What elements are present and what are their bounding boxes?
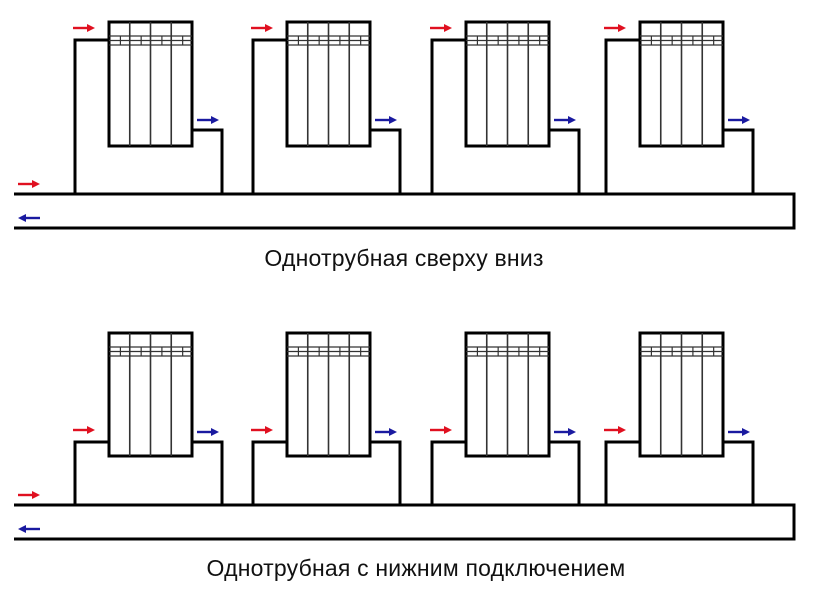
diagram-bottom-connection	[14, 331, 796, 541]
return-arrow-icon	[554, 428, 576, 436]
main-pipe	[14, 192, 796, 230]
return-riser	[370, 128, 402, 194]
main-supply-arrow-icon	[18, 491, 40, 499]
main-return-arrow-icon	[18, 214, 40, 222]
supply-riser	[430, 440, 466, 505]
supply-arrow-icon	[430, 426, 452, 434]
radiator-unit	[604, 331, 755, 505]
radiator	[285, 331, 372, 458]
return-arrow-icon	[197, 428, 219, 436]
radiator-unit	[430, 331, 581, 505]
return-riser	[723, 128, 755, 194]
return-arrow-icon	[375, 116, 397, 124]
return-arrow-icon	[554, 116, 576, 124]
radiator	[638, 331, 725, 458]
return-riser	[549, 440, 581, 505]
supply-riser	[604, 38, 640, 194]
return-arrow-icon	[375, 428, 397, 436]
return-riser	[723, 440, 755, 505]
supply-riser	[430, 38, 466, 194]
main-supply-arrow-icon	[18, 180, 40, 188]
radiator-unit	[604, 20, 755, 194]
radiator	[638, 20, 725, 148]
radiator	[107, 20, 194, 148]
supply-arrow-icon	[251, 426, 273, 434]
supply-arrow-icon	[251, 24, 273, 32]
radiator-unit	[251, 20, 402, 194]
main-pipe	[14, 503, 796, 541]
radiator-unit	[73, 331, 224, 505]
supply-riser	[604, 440, 640, 505]
main-return-arrow-icon	[18, 525, 40, 533]
supply-arrow-icon	[73, 426, 95, 434]
caption-top-down: Однотрубная сверху вниз	[264, 245, 544, 271]
return-riser	[192, 440, 224, 505]
radiator-unit	[251, 331, 402, 505]
radiator-unit	[430, 20, 581, 194]
diagram-top-down	[14, 20, 796, 230]
return-riser	[370, 440, 402, 505]
supply-arrow-icon	[430, 24, 452, 32]
radiator	[464, 331, 551, 458]
return-riser	[549, 128, 581, 194]
supply-riser	[73, 440, 109, 505]
radiator-unit	[73, 20, 224, 194]
return-riser	[192, 128, 224, 194]
radiator	[107, 331, 194, 458]
supply-riser	[251, 440, 287, 505]
supply-arrow-icon	[604, 24, 626, 32]
supply-arrow-icon	[73, 24, 95, 32]
return-arrow-icon	[728, 116, 750, 124]
radiator	[464, 20, 551, 148]
return-arrow-icon	[197, 116, 219, 124]
return-arrow-icon	[728, 428, 750, 436]
radiator	[285, 20, 372, 148]
caption-bottom-connection: Однотрубная с нижним подключением	[206, 555, 626, 581]
supply-riser	[251, 38, 287, 194]
supply-riser	[73, 38, 109, 194]
supply-arrow-icon	[604, 426, 626, 434]
